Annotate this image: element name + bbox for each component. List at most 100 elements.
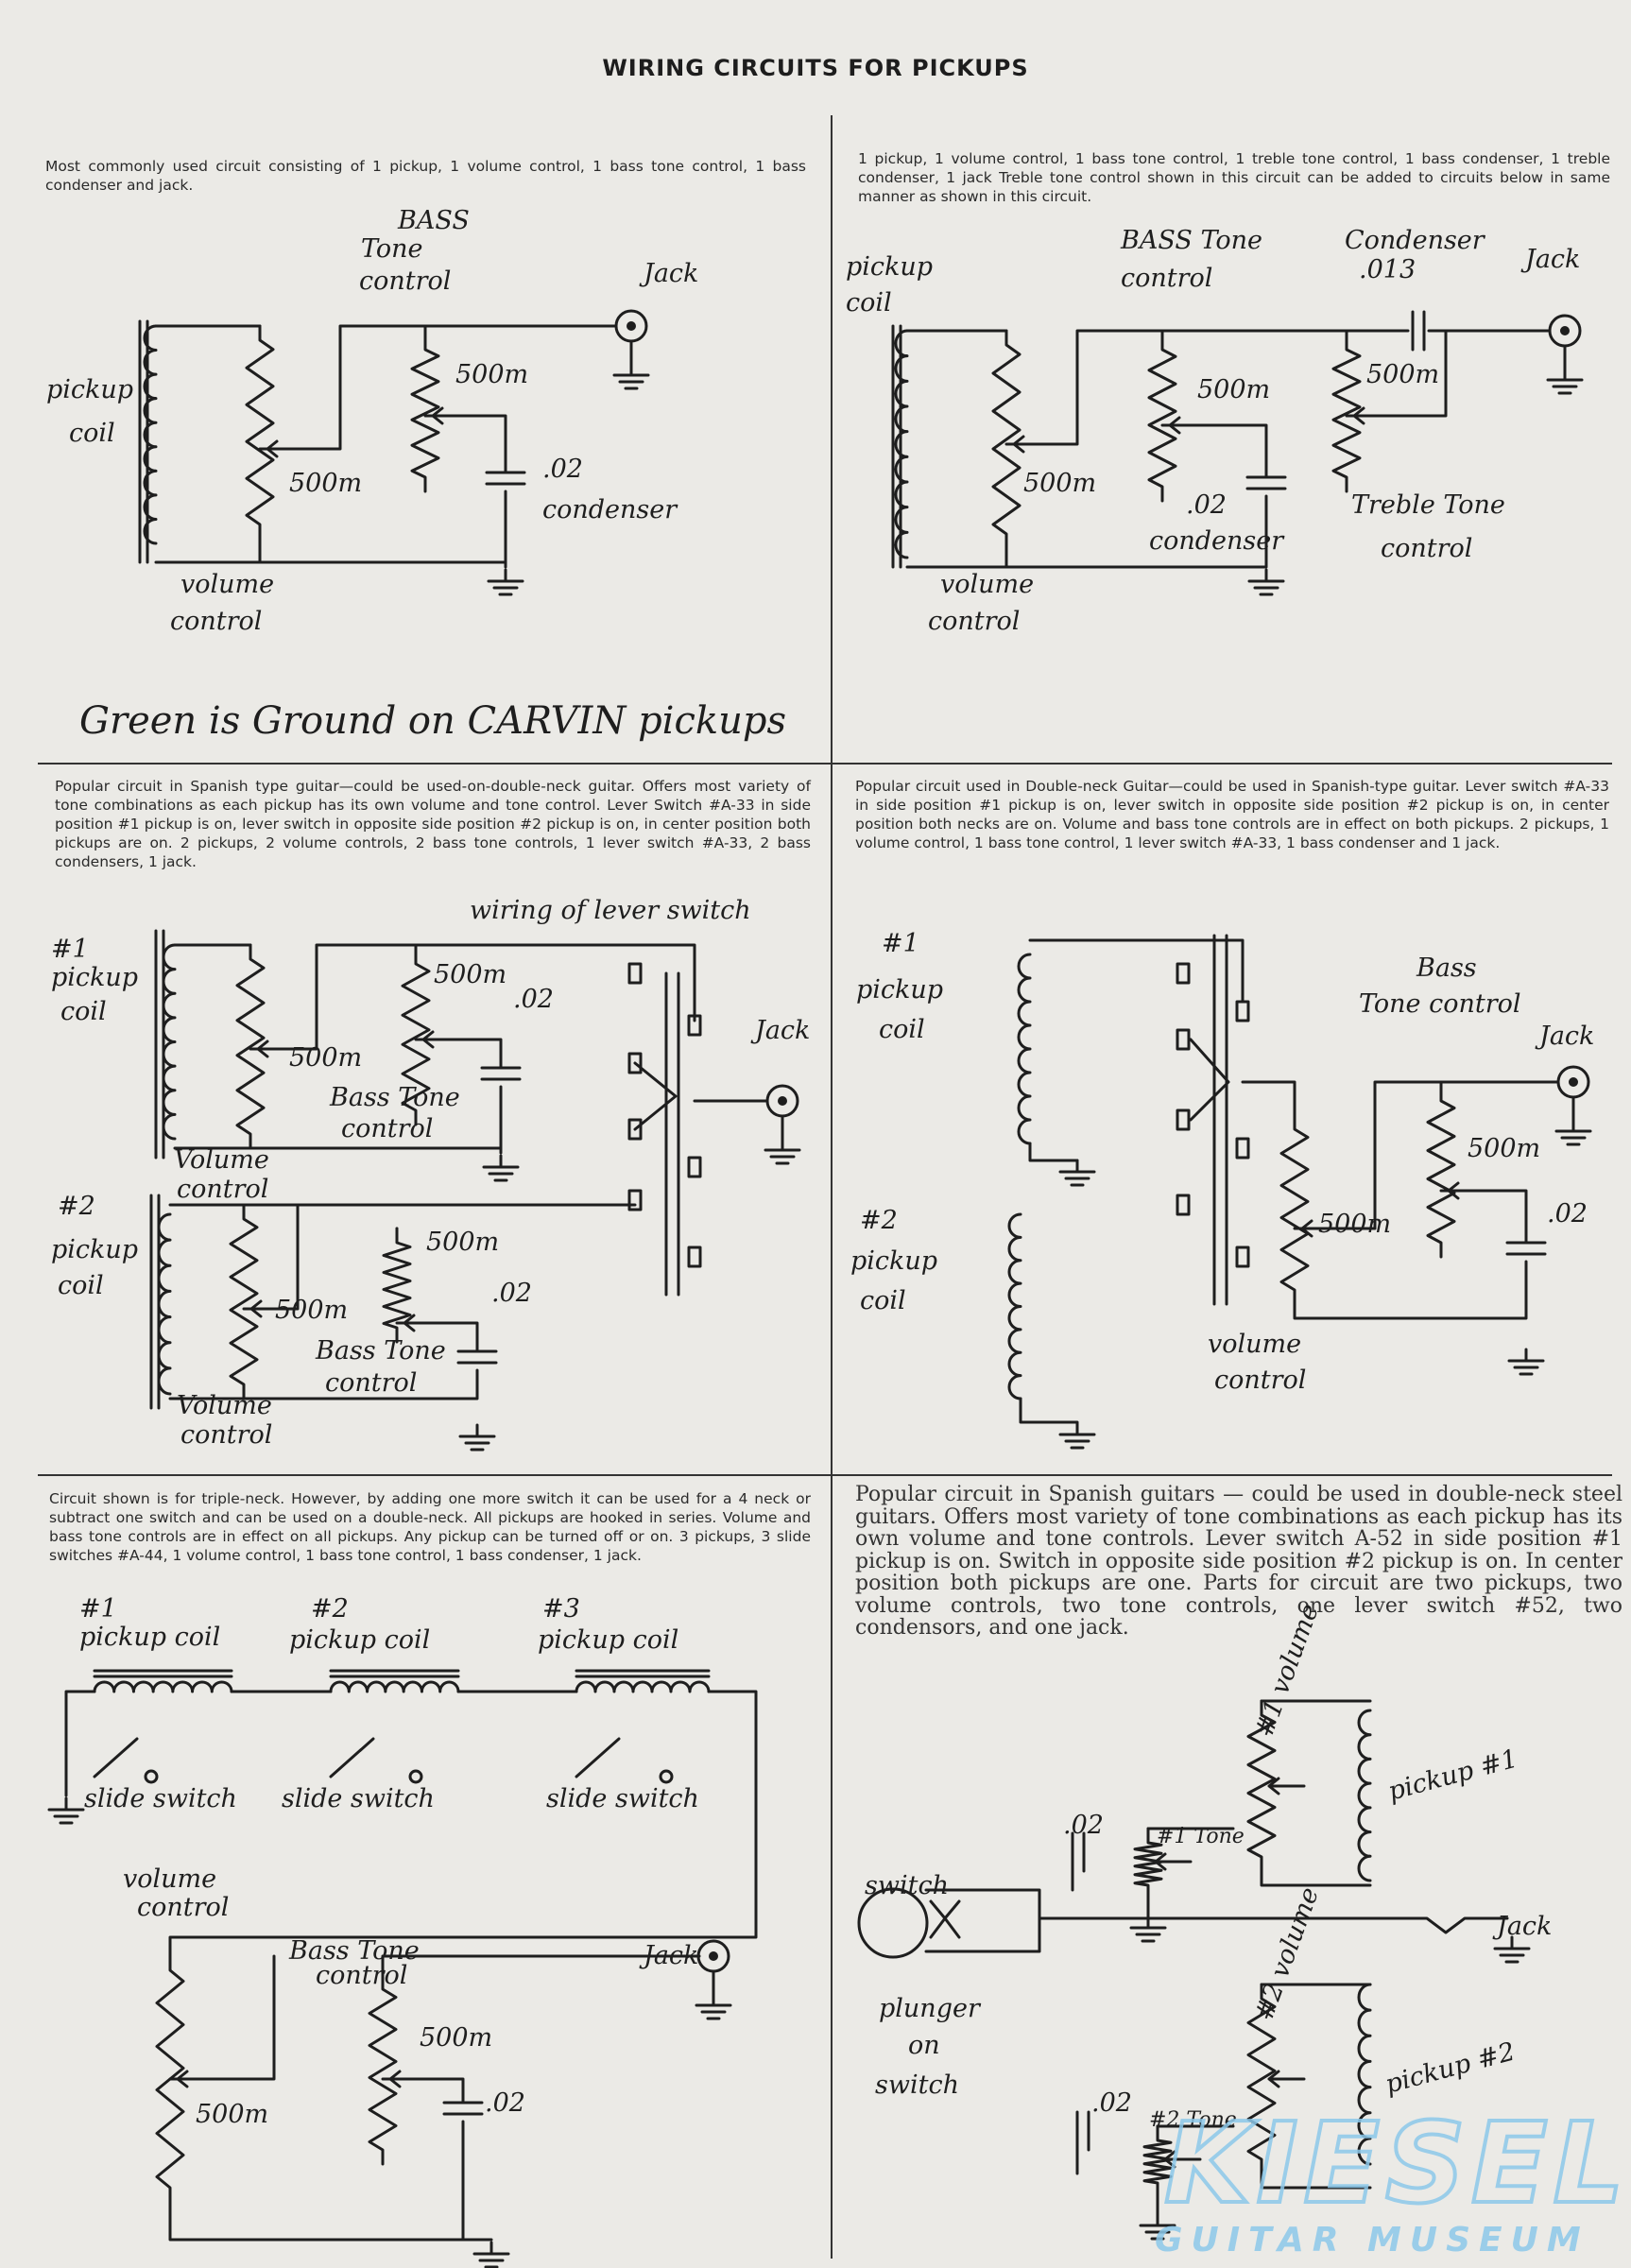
page-title: WIRING CIRCUITS FOR PICKUPS (602, 55, 1029, 81)
label: #2 (58, 1192, 95, 1221)
label: 500m (1197, 375, 1270, 404)
label: #1 (51, 935, 89, 964)
resistor-symbol (1331, 334, 1362, 493)
label: coil (879, 1015, 925, 1044)
label: control (316, 1961, 407, 1990)
condenser-symbol (480, 1066, 522, 1081)
label: .02 (491, 1279, 532, 1308)
label: slide switch (282, 1784, 435, 1813)
pickup-coil-symbol (1007, 1212, 1022, 1400)
label: coil (69, 419, 115, 448)
label: wiring of lever switch (470, 896, 751, 925)
label: Bass Tone (288, 1936, 420, 1966)
resistor-symbol (368, 1973, 398, 2166)
pickup-core-symbol (329, 1669, 460, 1678)
ground-icon (487, 568, 524, 596)
switch-terminal (1176, 962, 1191, 985)
wiper-arrow-icon (421, 1030, 460, 1049)
resistor-symbol (1279, 1113, 1310, 1306)
ground-icon (482, 1154, 520, 1182)
label: Jack (1535, 1022, 1594, 1051)
pickup-core-symbol (575, 1669, 711, 1678)
label: Tone (361, 234, 423, 264)
label: Condenser (1345, 226, 1486, 255)
wiper-arrow-icon (431, 406, 470, 425)
ground-icon (458, 1423, 496, 1452)
label: pickup coil (538, 1625, 678, 1655)
label: pickup #1 (1385, 1744, 1521, 1806)
label: 500m (426, 1228, 499, 1257)
label: 500m (1023, 469, 1096, 498)
wiper-arrow-icon (403, 1314, 441, 1332)
switch-contact-icon (929, 1899, 961, 1939)
wiper-arrow-icon (388, 2070, 427, 2088)
wiper-arrow-icon (1012, 435, 1051, 454)
ground-icon (1493, 1935, 1531, 1964)
watermark-subtitle: GUITAR MUSEUM (1155, 2221, 1589, 2259)
label: #2 (860, 1206, 898, 1235)
ground-icon (1058, 1421, 1096, 1450)
label: Tone control (1359, 989, 1521, 1019)
pickup-core-symbol (93, 1669, 233, 1678)
switch-terminal (627, 1052, 643, 1074)
label: 500m (1318, 1210, 1391, 1239)
resistor-symbol (382, 1227, 412, 1344)
circuit-3-description: Popular circuit in Spanish type guitar—c… (55, 778, 811, 870)
condenser-symbol (1245, 475, 1287, 490)
ground-icon (472, 2241, 510, 2268)
label: plunger (879, 1994, 982, 2023)
label: Bass Tone (329, 1083, 460, 1112)
switch-terminal (687, 1156, 702, 1178)
label: control (177, 1175, 268, 1204)
switch-terminal (1235, 1137, 1250, 1160)
ground-icon (764, 1137, 801, 1165)
label: Jack (1492, 1912, 1552, 1941)
label: coil (860, 1286, 906, 1315)
condenser-symbol (1505, 1241, 1547, 1256)
label: pickup coil (79, 1623, 220, 1652)
label: 500m (1468, 1134, 1540, 1163)
switch-terminal (1235, 1246, 1250, 1268)
resistor-symbol (1426, 1085, 1456, 1259)
switch-terminal (1176, 1108, 1191, 1131)
resistor-symbol (235, 943, 266, 1150)
circuit-6-description: Popular circuit in Spanish guitars — cou… (855, 1483, 1622, 1640)
ground-icon (47, 1796, 85, 1825)
slide-switch-contact (144, 1769, 159, 1784)
pickup-coil-symbol (329, 1680, 460, 1693)
pickup-core-symbol (154, 929, 165, 1160)
label: .013 (1359, 255, 1416, 284)
label: condenser (1149, 526, 1285, 556)
ground-icon (695, 1992, 732, 2020)
switch-terminal (627, 1189, 643, 1211)
switch-terminal (627, 962, 643, 985)
label: pickup (850, 1246, 937, 1276)
circuit-2-description: 1 pickup, 1 volume control, 1 bass tone … (858, 150, 1610, 205)
label: pickup (51, 1235, 138, 1264)
resistor-symbol (1133, 1827, 1163, 1901)
label: 500m (289, 469, 362, 498)
wiper-arrow-icon (256, 1040, 295, 1058)
wires (64, 324, 1559, 2242)
label: Bass (1416, 954, 1477, 983)
label: .02 (542, 455, 583, 484)
label: 500m (275, 1296, 348, 1325)
label: coil (58, 1271, 104, 1300)
label: .02 (485, 2088, 525, 2118)
wiper-arrow-icon (1267, 2070, 1306, 2088)
plunger-switch-icon (857, 1887, 929, 1959)
label: #1 Tone (1157, 1825, 1245, 1848)
label: #1 (79, 1594, 117, 1624)
circuit-5-description: Circuit shown is for triple-neck. Howeve… (49, 1490, 811, 1564)
label: #3 (542, 1594, 580, 1624)
label: BASS (397, 206, 470, 235)
label: #2 volume (1249, 1883, 1325, 2024)
label: 500m (196, 2100, 268, 2129)
label: control (359, 266, 451, 296)
pickup-coil-symbol (1357, 1983, 1372, 2166)
resistor-symbol (1246, 1983, 1277, 2175)
label: Bass Tone (315, 1336, 446, 1366)
condenser-symbol (1075, 2110, 1090, 2152)
wiper-arrow-icon (1163, 2150, 1202, 2169)
